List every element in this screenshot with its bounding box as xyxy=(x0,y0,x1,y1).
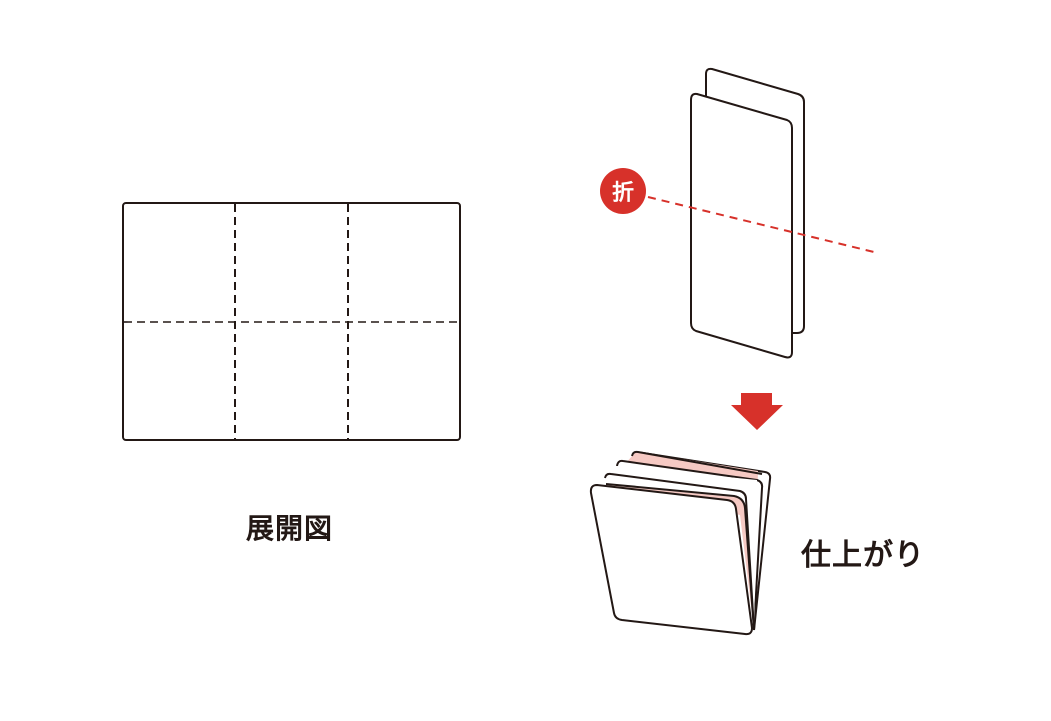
finished-diagram-label: 仕上がり xyxy=(801,538,925,573)
booklet-page-middle-fill xyxy=(617,466,757,630)
down-arrow-icon xyxy=(731,393,783,430)
folded-sheet xyxy=(690,67,805,359)
unfolded-sheet-outline xyxy=(122,202,461,441)
fold-badge: 折 xyxy=(600,168,646,214)
booklet-pink-sliver xyxy=(606,485,754,630)
unfolded-sheet xyxy=(122,202,461,441)
booklet-front-cover xyxy=(589,484,753,636)
folded-sheet-front-panel xyxy=(690,92,793,359)
unfolded-diagram-label: 展開図 xyxy=(246,512,334,545)
booklet-page-pink-back-edge xyxy=(631,450,763,475)
fold-indicator-line xyxy=(647,196,879,254)
fold-badge-text: 折 xyxy=(611,181,634,206)
booklet-pink-sliver-edge xyxy=(605,483,755,631)
finished-booklet xyxy=(589,450,772,636)
